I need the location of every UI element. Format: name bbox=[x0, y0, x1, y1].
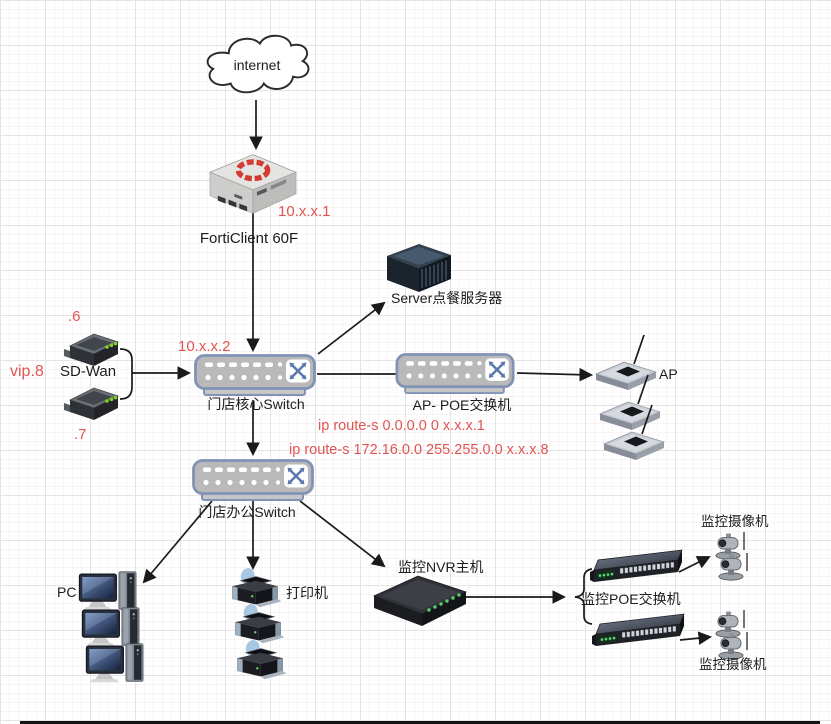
nvr-label: 监控NVR主机 bbox=[398, 559, 484, 575]
route-annotation-default: ip route-s 0.0.0.0 0 x.x.x.1 bbox=[318, 418, 485, 434]
core-switch-icon bbox=[194, 354, 316, 398]
link-poe1-camera-top bbox=[678, 556, 711, 573]
poe-switch-icon-2 bbox=[590, 610, 686, 656]
printer-label: 打印机 bbox=[286, 585, 328, 601]
link-poe2-camera-bottom bbox=[679, 631, 713, 645]
server-icon bbox=[383, 242, 455, 296]
link-office-pc bbox=[142, 500, 213, 584]
office-switch-icon bbox=[192, 459, 314, 503]
ap-poe-switch-icon bbox=[395, 353, 515, 396]
internet-label: internet bbox=[233, 57, 281, 73]
core-switch-label: 门店核心Switch bbox=[207, 396, 305, 412]
poe-switch-icon-1 bbox=[588, 546, 684, 592]
firewall-ip-annotation: 10.x.x.1 bbox=[278, 203, 331, 220]
sdwan-vip-annotation: vip.8 bbox=[10, 363, 44, 380]
ap-label: AP bbox=[659, 366, 678, 382]
sdwan-bottom-ip-annotation: .7 bbox=[74, 426, 87, 443]
office-switch-label: 门店办公Switch bbox=[198, 504, 296, 520]
ap-icon-3 bbox=[602, 404, 666, 462]
poe-bracket bbox=[574, 568, 593, 625]
pc-icon-3 bbox=[83, 642, 149, 688]
poe-switch-label: 监控POE交换机 bbox=[581, 591, 681, 607]
printer-icon-3 bbox=[233, 640, 287, 682]
pc-label: PC bbox=[57, 584, 77, 600]
firewall-label: FortiClient 60F bbox=[199, 230, 299, 247]
camera-icon-2 bbox=[717, 551, 753, 581]
ap-poe-switch-label: AP- POE交换机 bbox=[412, 397, 512, 413]
link-office-nvr bbox=[299, 500, 386, 568]
nvr-icon bbox=[370, 574, 470, 630]
camera-icon-4 bbox=[717, 630, 753, 660]
sdwan-router-icon-2 bbox=[56, 384, 122, 428]
camera-top-label: 监控摄像机 bbox=[701, 514, 769, 529]
server-label: Server点餐服务器 bbox=[391, 290, 503, 306]
camera-bottom-label: 监控摄像机 bbox=[699, 657, 767, 672]
window-edge-bar bbox=[20, 721, 820, 724]
sdwan-label: SD-Wan bbox=[60, 363, 117, 380]
link-core-server bbox=[317, 301, 386, 355]
route-annotation-static: ip route-s 172.16.0.0 255.255.0.0 x.x.x.… bbox=[289, 442, 549, 458]
sdwan-top-ip-annotation: .6 bbox=[68, 308, 81, 325]
link-appoe-ap bbox=[516, 367, 594, 382]
core-switch-ip-annotation: 10.x.x.2 bbox=[178, 338, 231, 355]
